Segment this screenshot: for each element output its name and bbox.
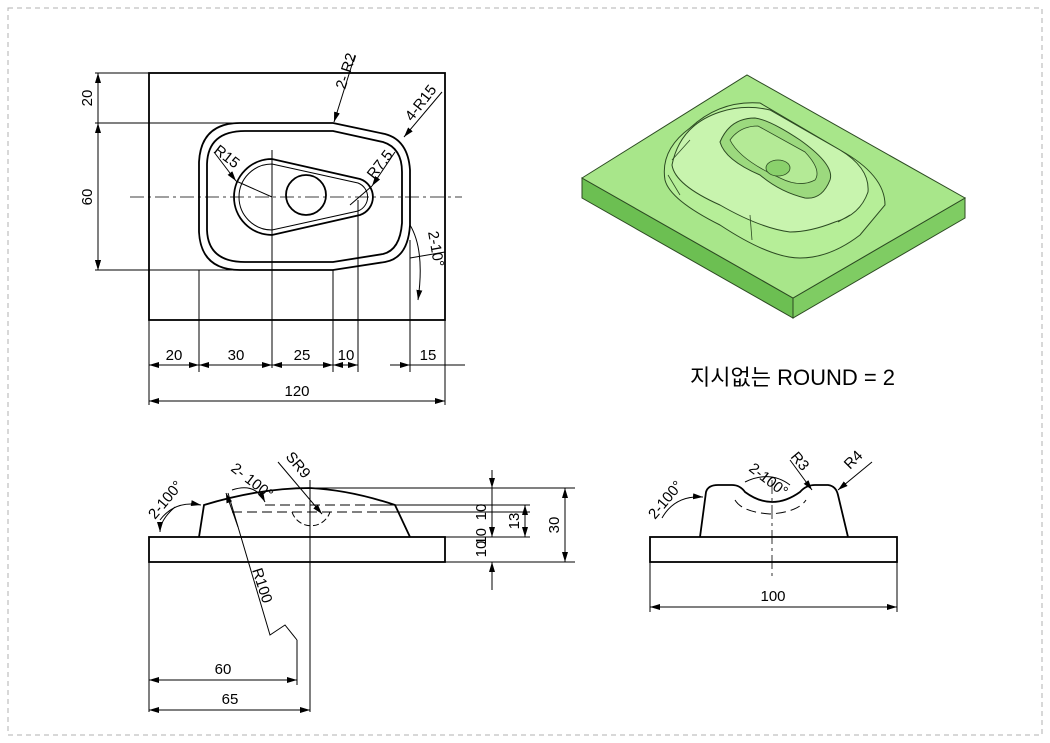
dim-w-120: 120	[284, 383, 309, 400]
callout-front-angle-left: 2-100°	[145, 478, 187, 523]
callout-draft: 2-10°	[424, 230, 447, 268]
callout-2-r2: 2- R2	[333, 51, 361, 91]
dim-60: 60	[215, 661, 232, 678]
dim-10-upper: 10	[473, 504, 490, 521]
boss-outer	[198, 122, 411, 271]
boss-inner	[206, 130, 403, 263]
dim-10-mid: 10	[473, 528, 490, 545]
callout-side-angle-inner: 2-100°	[746, 460, 791, 501]
dim-10-base: 10	[473, 541, 490, 558]
side-view: 100 2-100° 2-100° R3 R4	[645, 447, 898, 612]
dim-100: 100	[760, 588, 785, 605]
callout-r3: R3	[787, 449, 812, 475]
top-view: 20 60 20 30 25 10 15 120 2- R2 4-R15 R15…	[79, 51, 465, 405]
dim-h-60: 60	[79, 189, 96, 206]
pocket-inner	[238, 163, 369, 231]
isometric-view	[581, 74, 967, 319]
pocket-outer	[233, 158, 374, 236]
callout-r7-5: R7.5	[364, 147, 397, 182]
dim-30: 30	[546, 517, 563, 534]
dim-w-20: 20	[166, 347, 183, 364]
front-base	[148, 536, 446, 563]
dome-circle	[285, 174, 327, 216]
plate-outline	[148, 72, 446, 321]
sheet-frame	[7, 7, 1043, 736]
dim-13: 13	[506, 513, 523, 530]
callout-4-r15: 4-R15	[402, 82, 441, 125]
dim-h-20: 20	[79, 90, 96, 107]
dim-w-15: 15	[420, 347, 437, 364]
dim-w-30: 30	[228, 347, 245, 364]
dim-w-10: 10	[338, 347, 355, 364]
dim-w-25: 25	[294, 347, 311, 364]
side-profile	[699, 484, 849, 538]
callout-r100: R100	[248, 566, 275, 605]
side-base	[649, 536, 898, 563]
general-note: 지시없는 ROUND = 2	[690, 365, 895, 390]
dim-65: 65	[222, 691, 239, 708]
callout-r15: R15	[211, 142, 243, 172]
callout-sr9: SR9	[282, 449, 314, 482]
front-boss	[198, 487, 411, 538]
callout-r4: R4	[841, 447, 867, 473]
front-view: 10 10 10 13 30 60 65 2-100° 2- 100° SR9 …	[145, 449, 575, 713]
